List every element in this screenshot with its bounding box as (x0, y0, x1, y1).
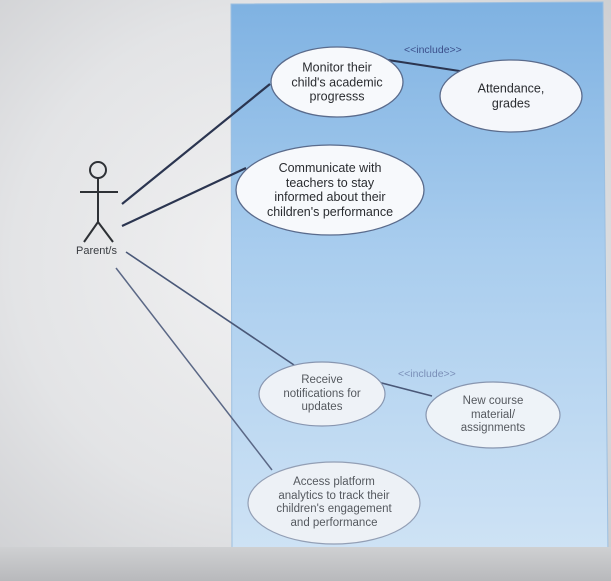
use-case-attendance (439, 59, 583, 133)
use-case-label-notifications: Receive notifications for updates (283, 373, 361, 413)
use-case-label-attendance: Attendance, grades (477, 81, 545, 111)
association-monitor (121, 83, 271, 205)
use-case-analytics (247, 461, 421, 545)
association-communicate (121, 167, 247, 227)
include-stereotype-1: <<include>> (404, 44, 462, 56)
actor-label: Parent/s (76, 245, 117, 257)
association-analytics (115, 267, 273, 471)
use-case-communicate (235, 144, 425, 236)
use-case-label-analytics: Access platform analytics to track their… (276, 476, 392, 529)
use-case-notifications (258, 361, 386, 427)
monitor-bezel (0, 547, 611, 581)
include-line-monitor-attendance (387, 59, 467, 73)
association-notifications (125, 251, 295, 366)
use-case-label-monitor: Monitor their child's academic progresss (291, 60, 383, 104)
use-case-monitor (270, 46, 404, 118)
stick-figure-icon (80, 161, 118, 243)
use-case-label-communicate: Communicate with teachers to stay inform… (266, 161, 394, 219)
include-line-notifications-newcourse (377, 381, 433, 397)
use-case-new-course (425, 381, 561, 449)
use-case-label-new-course: New course material/ assignments (460, 394, 526, 434)
include-stereotype-2: <<include>> (398, 368, 456, 380)
